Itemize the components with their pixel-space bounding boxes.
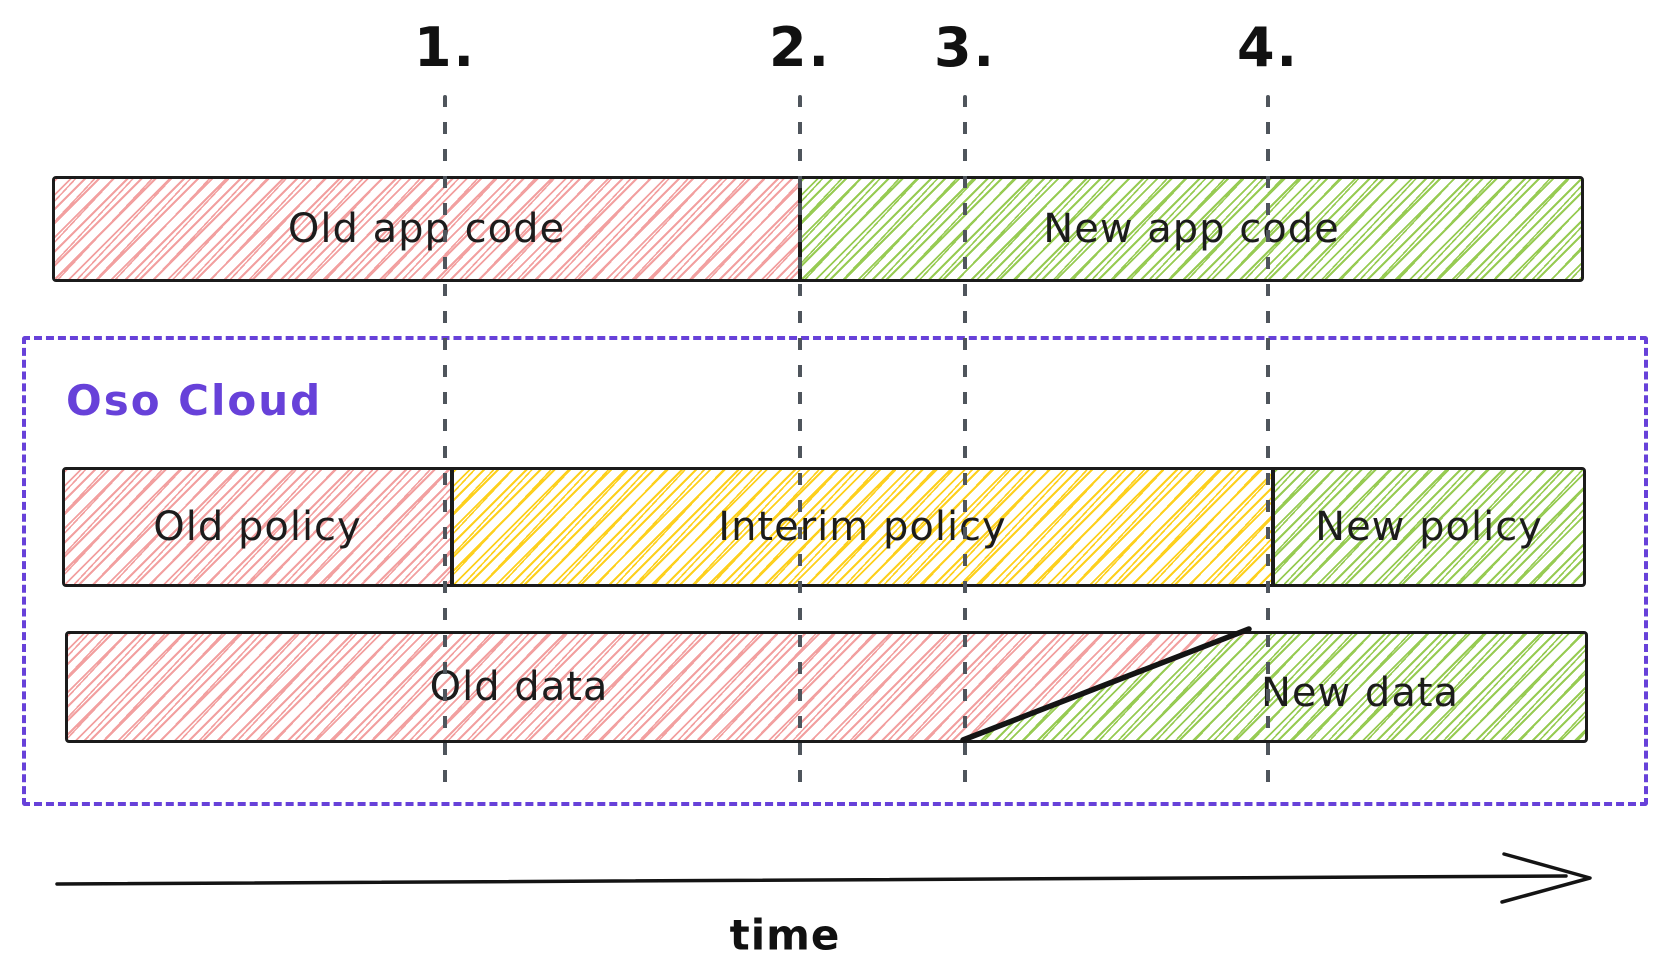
phase-marker-label-1: 1. — [413, 16, 477, 79]
data-bar: Old data New data — [65, 631, 1588, 743]
old-app-code-segment: Old app code — [55, 179, 798, 279]
new-app-code-label: New app code — [1043, 206, 1340, 252]
phase-marker-label-2: 2. — [768, 16, 832, 79]
policy-bar: Old policy Interim policy New policy — [62, 467, 1586, 587]
new-app-code-segment: New app code — [798, 179, 1581, 279]
interim-policy-segment: Interim policy — [450, 470, 1271, 584]
new-policy-label: New policy — [1315, 504, 1543, 550]
old-policy-label: Old policy — [153, 504, 362, 550]
phase-marker-line-1 — [443, 95, 447, 790]
phase-marker-line-3 — [963, 95, 967, 790]
phase-marker-label-4: 4. — [1236, 16, 1300, 79]
phase-marker-line-4 — [1266, 95, 1270, 790]
time-arrow-head-icon — [1500, 852, 1592, 904]
phase-marker-line-2 — [798, 95, 802, 790]
oso-cloud-box: Oso Cloud — [22, 336, 1648, 806]
oso-cloud-label: Oso Cloud — [66, 376, 323, 425]
time-arrow-shaft — [55, 874, 1568, 886]
new-policy-segment: New policy — [1271, 470, 1583, 584]
old-data-label: Old data — [429, 664, 609, 710]
old-policy-segment: Old policy — [65, 470, 450, 584]
time-axis-label: time — [729, 910, 841, 960]
phase-marker-label-3: 3. — [933, 16, 997, 79]
interim-policy-label: Interim policy — [718, 504, 1007, 550]
new-data-label: New data — [1260, 670, 1460, 717]
old-app-code-label: Old app code — [287, 206, 566, 252]
app-code-bar: Old app code New app code — [52, 176, 1584, 282]
